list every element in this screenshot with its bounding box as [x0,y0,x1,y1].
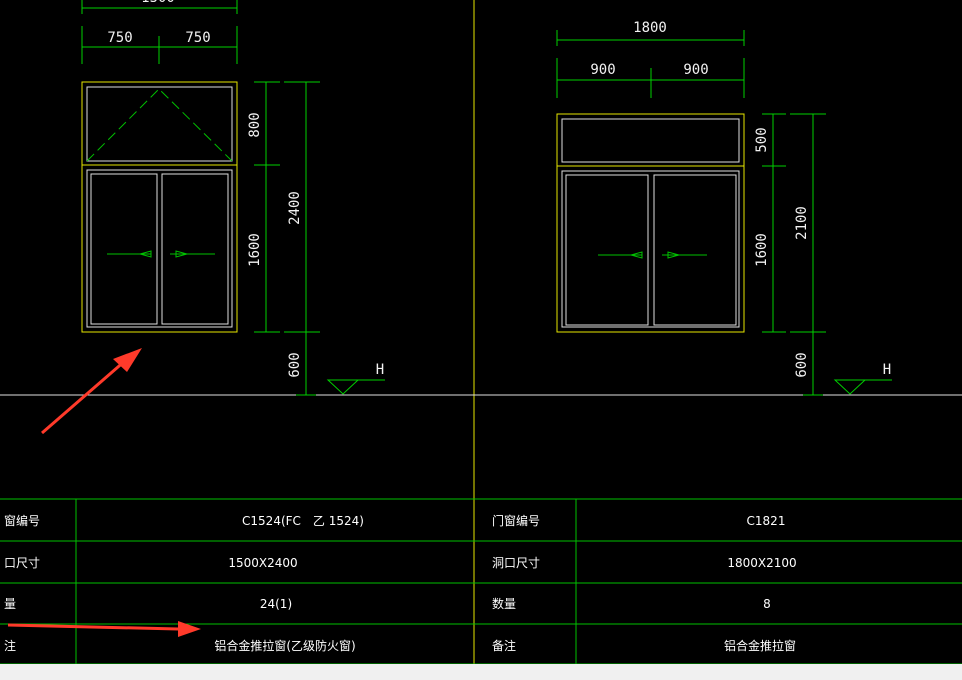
table-row2-right-value: 1800X2100 [727,556,796,570]
table-row1-left-label: 窗编号 [4,513,40,528]
window-schedule-table: 窗编号 C1524(FC 乙 1524) 门窗编号 C1821 口尺寸 1500… [0,498,962,665]
table-row4-left-value: 铝合金推拉窗(乙级防火窗) [214,638,355,653]
right-dim-sill: 600 [794,352,810,377]
annotation-arrow-upper [41,348,142,435]
left-dim-upper: 800 [247,112,263,137]
right-dim-left: 900 [590,62,615,78]
table-row4-left-label: 注 [4,638,16,653]
right-dim-total-top: 1800 [633,20,667,36]
table-row3-right-value: 8 [763,597,771,611]
table-row1-left-value: C1524(FC 乙 1524) [242,514,364,528]
right-dim-right: 900 [683,62,708,78]
table-row2-right-label: 洞口尺寸 [492,556,540,570]
table-row1-right-value: C1821 [747,514,786,528]
left-dim-sill: 600 [287,352,303,377]
table-row2-left-value: 1500X2400 [228,556,297,570]
table-row4-right-value: 铝合金推拉窗 [724,638,796,653]
table-row1-right-label: 门窗编号 [492,513,540,528]
annotation-arrow-lower [7,621,201,637]
right-transom-pane [561,118,740,163]
right-level-label: H [883,362,891,378]
left-dim-total-top: 1500 [141,0,175,6]
right-dim-height: 2100 [794,206,810,240]
table-row3-left-label: 量 [4,597,16,611]
left-dim-height: 2400 [287,191,303,225]
bottom-status-strip [0,664,962,680]
left-dim-right: 750 [185,30,210,46]
right-window-elevation: 1800 900 900 500 1600 2100 600 H [556,20,892,396]
left-window-elevation: 1500 750 750 800 1600 2400 [81,0,385,396]
left-dim-left: 750 [107,30,132,46]
right-dim-upper: 500 [754,127,770,152]
table-row3-right-label: 数量 [492,596,516,611]
right-sash-left [565,174,649,326]
left-transom-pane [86,86,233,162]
left-sash-right [161,173,229,325]
right-dim-lower: 1600 [754,233,770,267]
right-sash-right [653,174,737,326]
left-sash-left [90,173,158,325]
table-row2-left-label: 口尺寸 [4,556,40,570]
table-row4-right-label: 备注 [492,638,516,653]
table-row3-left-value: 24(1) [260,597,292,611]
left-level-label: H [376,362,384,378]
right-window-frame [556,113,745,333]
left-window-frame [81,81,238,333]
left-dim-lower: 1600 [247,233,263,267]
